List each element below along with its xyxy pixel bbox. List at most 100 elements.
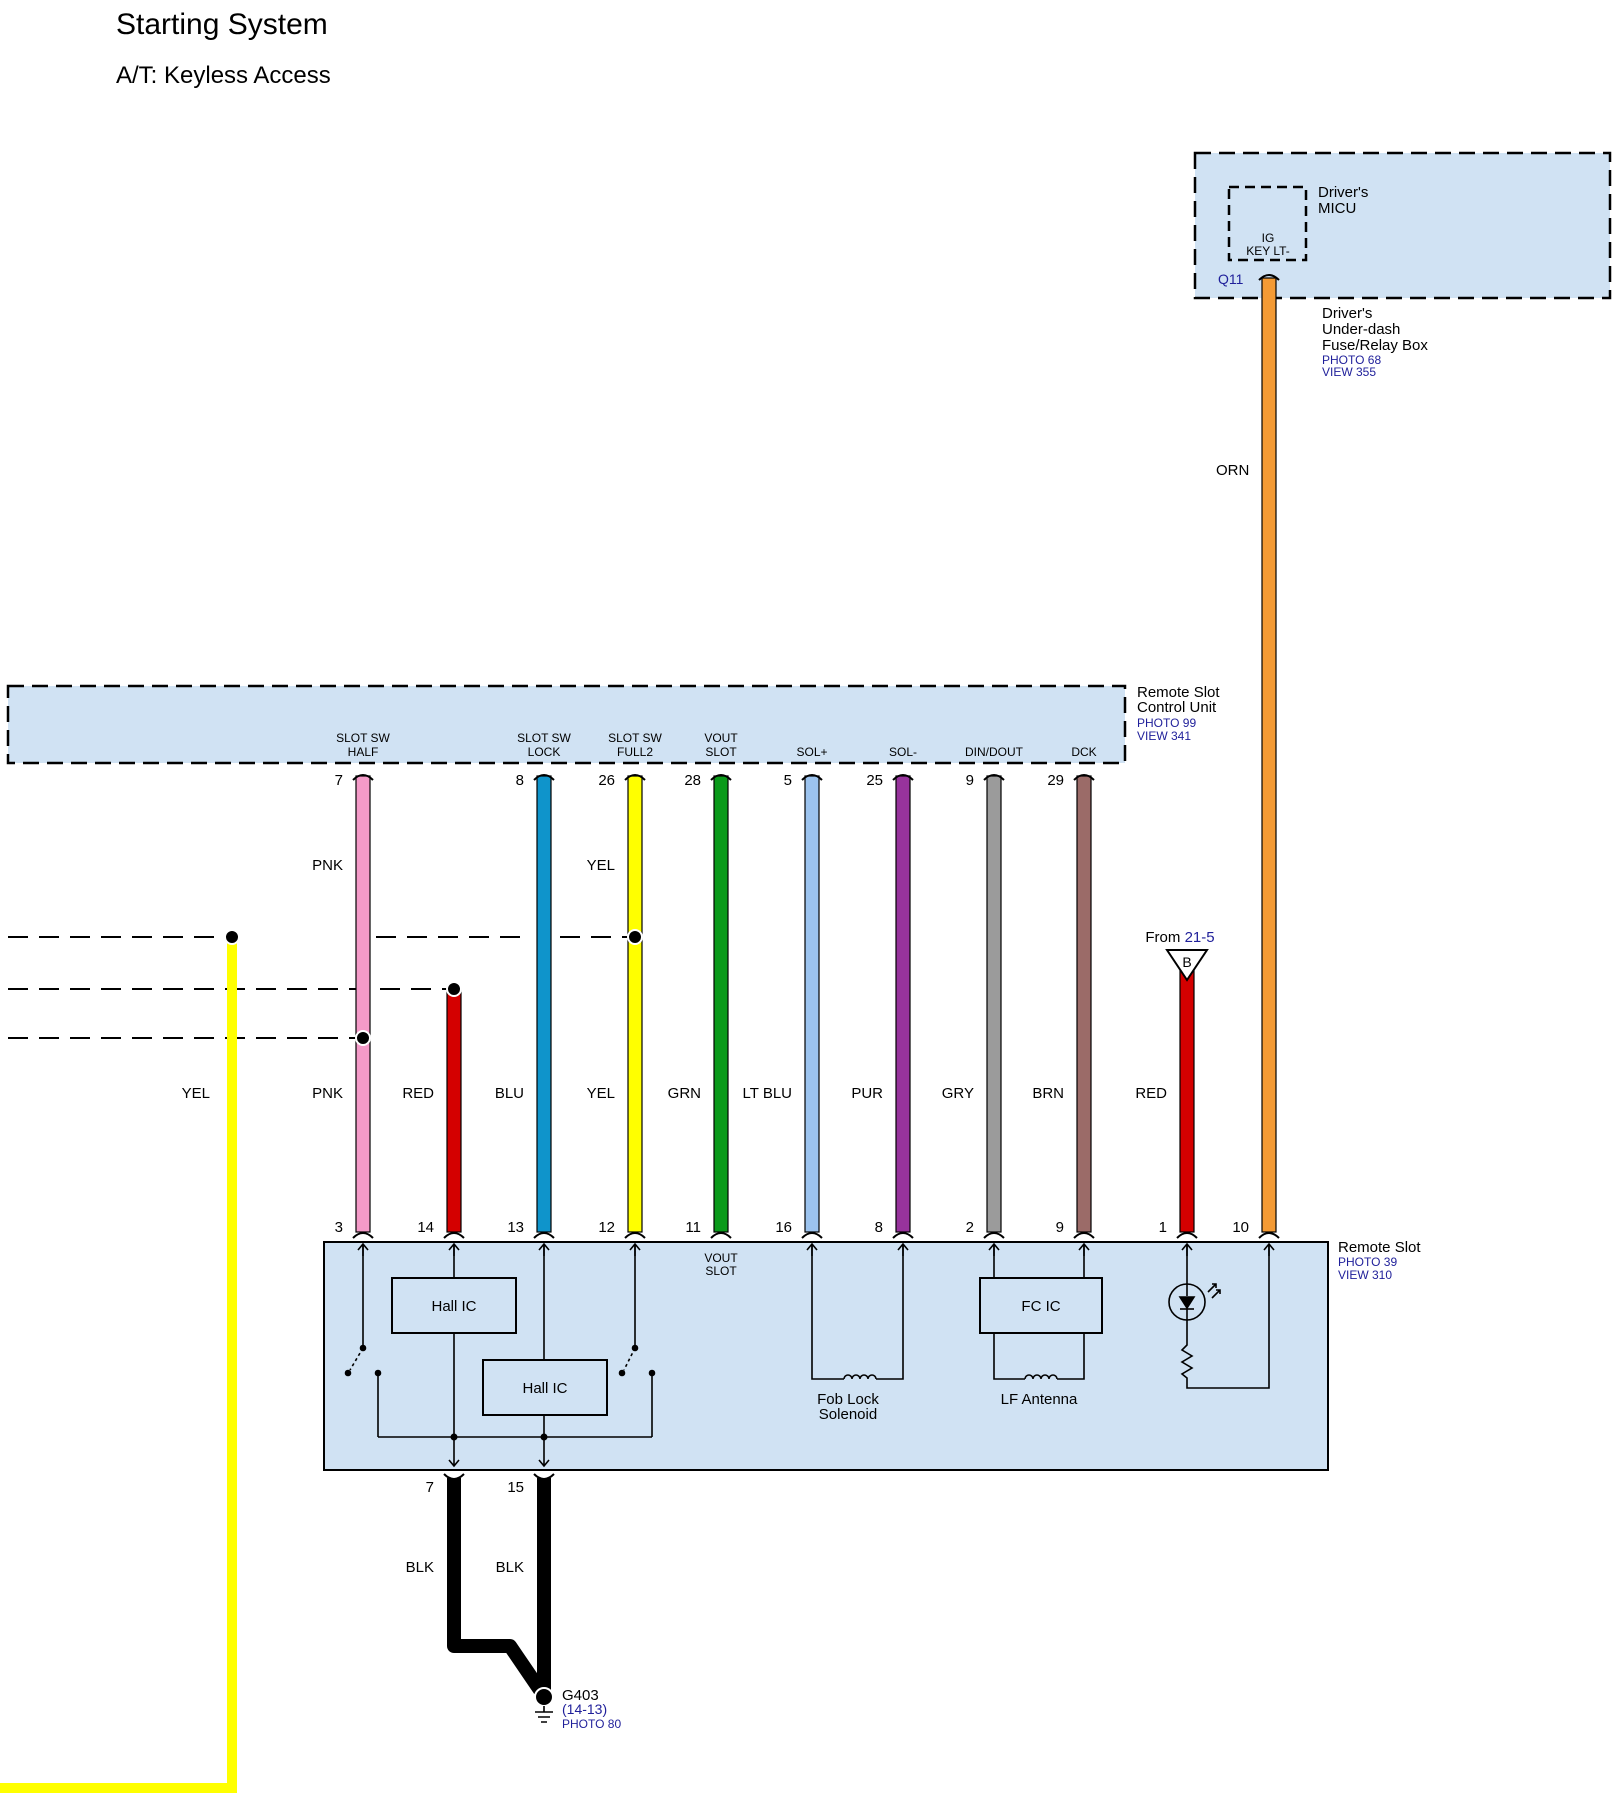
wire-color-label: RED	[1135, 1085, 1167, 1102]
control-unit-photo: PHOTO 99	[1137, 716, 1196, 730]
pin-number: 8	[516, 772, 524, 789]
page-title: Starting System	[116, 8, 328, 41]
orn-wire-label: ORN	[1216, 462, 1249, 479]
pin-bottom-2	[983, 1232, 1005, 1239]
page-subtitle: A/T: Keyless Access	[116, 62, 331, 89]
remote-slot-view: VIEW 310	[1338, 1268, 1392, 1282]
pin-number: 7	[335, 772, 343, 789]
wire-color-label: BLU	[495, 1085, 524, 1102]
wire-color-label: LT BLU	[743, 1085, 792, 1102]
splice-dot-yel	[627, 929, 643, 945]
wire-gry	[986, 775, 1002, 1233]
remote-slot-name: Remote Slot	[1338, 1239, 1421, 1256]
pin-q11	[1258, 274, 1280, 281]
pin-number: 8	[875, 1219, 883, 1236]
wire-color-label: YEL	[587, 857, 615, 874]
pin-top-26	[624, 774, 646, 781]
wire-red-14	[446, 988, 462, 1233]
control-unit-view: VIEW 341	[1137, 729, 1191, 743]
connector-pins	[352, 274, 1280, 1480]
wire-color-label: YEL	[182, 1085, 210, 1102]
terminal-name: LOCK	[528, 745, 561, 759]
micu-name-line2: MICU	[1318, 200, 1356, 217]
fuse-box-line3: Fuse/Relay Box	[1322, 337, 1428, 354]
wire-color-label: PUR	[851, 1085, 883, 1102]
terminal-name: HALF	[348, 745, 379, 759]
pin-bottom-8	[892, 1232, 914, 1239]
ground-pin-number: 15	[507, 1479, 524, 1496]
terminal-name: DCK	[1071, 745, 1096, 759]
vout-slot-label-line2: SLOT	[705, 1264, 737, 1278]
wires	[0, 277, 1277, 1793]
pin-number: 14	[417, 1219, 434, 1236]
terminal-name: FULL2	[617, 745, 653, 759]
lf-antenna-label: LF Antenna	[1001, 1391, 1078, 1408]
wire-grn	[713, 775, 729, 1233]
wire-color-label: GRY	[942, 1085, 974, 1102]
terminal-name: SLOT SW	[608, 731, 662, 745]
from-connector-triangle	[1165, 949, 1209, 982]
wire-color-label: PNK	[312, 857, 343, 874]
remote-slot-box	[323, 1241, 1329, 1471]
terminal-name: SLOT	[705, 745, 737, 759]
wire-color-label: PNK	[312, 1085, 343, 1102]
pin-bottom-9	[1073, 1232, 1095, 1239]
pin-top-25	[892, 774, 914, 781]
micu-pin-label-line2: KEY LT-	[1246, 244, 1290, 258]
from-reference: From 21-5	[1145, 929, 1214, 946]
micu-connector-id: Q11	[1218, 271, 1244, 287]
from-connector-letter: B	[1182, 954, 1191, 970]
micu-pin-label-line1: IG	[1262, 231, 1275, 245]
terminal-names: SLOT SW HALF SLOT SW LOCK SLOT SW FULL2 …	[336, 731, 1097, 759]
terminal-name: DIN/DOUT	[965, 745, 1024, 759]
wire-blk-7	[447, 1478, 546, 1694]
pin-bottom-13	[533, 1232, 555, 1239]
wire-pur	[895, 775, 911, 1233]
vout-slot-label-line1: VOUT	[704, 1251, 738, 1265]
wire-orn	[1261, 277, 1277, 1233]
ground-photo: PHOTO 80	[562, 1717, 621, 1731]
pin-number: 25	[866, 772, 883, 789]
bottom-pin-numbers: 3 14 13 12 11 16 8 2 9 1 10	[335, 1219, 1249, 1236]
wire-red-1	[1179, 969, 1195, 1233]
pin-ground-7	[443, 1473, 465, 1480]
pin-number: 9	[1056, 1219, 1064, 1236]
pin-top-9	[983, 774, 1005, 781]
pin-bottom-10	[1258, 1232, 1280, 1239]
pin-number: 2	[966, 1219, 974, 1236]
remote-slot-control-unit-box	[6, 684, 1127, 765]
junction-dot-2	[540, 1433, 548, 1441]
ground-symbol	[534, 1687, 554, 1723]
fuse-box-line1: Driver's	[1322, 305, 1372, 322]
pin-number: 11	[685, 1219, 701, 1236]
pin-ground-15	[533, 1473, 555, 1480]
fuse-box-view: VIEW 355	[1322, 365, 1376, 379]
pin-number: 28	[684, 772, 701, 789]
control-unit-name-line2: Control Unit	[1137, 699, 1217, 716]
wire-color-label: GRN	[668, 1085, 701, 1102]
remote-slot-photo: PHOTO 39	[1338, 1255, 1397, 1269]
ground-wire-label: BLK	[406, 1559, 434, 1576]
terminal-name: SOL-	[889, 745, 917, 759]
wire-color-label: RED	[402, 1085, 434, 1102]
ground-ref[interactable]: (14-13)	[562, 1701, 607, 1717]
wire-blu	[536, 775, 552, 1233]
ground-wire-label: BLK	[496, 1559, 524, 1576]
pin-top-7	[352, 774, 374, 781]
fuse-box-line2: Under-dash	[1322, 321, 1400, 338]
from-reference-link[interactable]: 21-5	[1185, 929, 1215, 946]
pin-bottom-3	[352, 1232, 374, 1239]
pin-number: 16	[775, 1219, 792, 1236]
lower-wire-color-labels: YEL PNK RED BLU YEL GRN LT BLU PUR GRY B…	[182, 1085, 1168, 1102]
pin-number: 12	[598, 1219, 615, 1236]
pin-number: 26	[598, 772, 615, 789]
wire-color-label: BRN	[1032, 1085, 1064, 1102]
terminal-name: SLOT SW	[336, 731, 390, 745]
fuse-box-photo: PHOTO 68	[1322, 353, 1381, 367]
pin-bottom-12	[624, 1232, 646, 1239]
ground-pin-number: 7	[426, 1479, 434, 1496]
pin-number: 10	[1232, 1219, 1249, 1236]
junction-dot-1	[450, 1433, 458, 1441]
ground-name: G403	[562, 1687, 599, 1704]
